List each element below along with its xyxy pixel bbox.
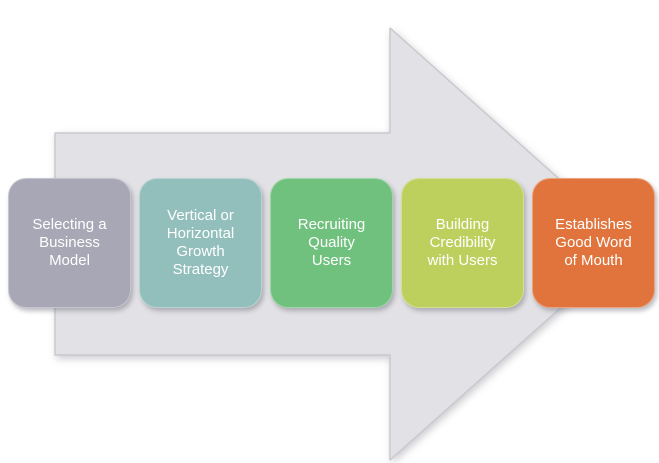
process-step-1: Selecting a Business Model: [8, 178, 131, 308]
process-step-4-label: Building Credibility with Users: [427, 216, 498, 269]
process-step-2: Vertical or Horizontal Growth Strategy: [139, 178, 262, 308]
process-step-1-label: Selecting a Business Model: [32, 216, 107, 269]
process-step-5: Establishes Good Word of Mouth: [532, 178, 655, 308]
process-step-3: Recruiting Quality Users: [270, 178, 393, 308]
process-step-2-label: Vertical or Horizontal Growth Strategy: [166, 207, 235, 278]
process-step-4: Building Credibility with Users: [401, 178, 524, 308]
process-step-3-label: Recruiting Quality Users: [297, 216, 366, 269]
process-step-5-label: Establishes Good Word of Mouth: [555, 216, 632, 269]
